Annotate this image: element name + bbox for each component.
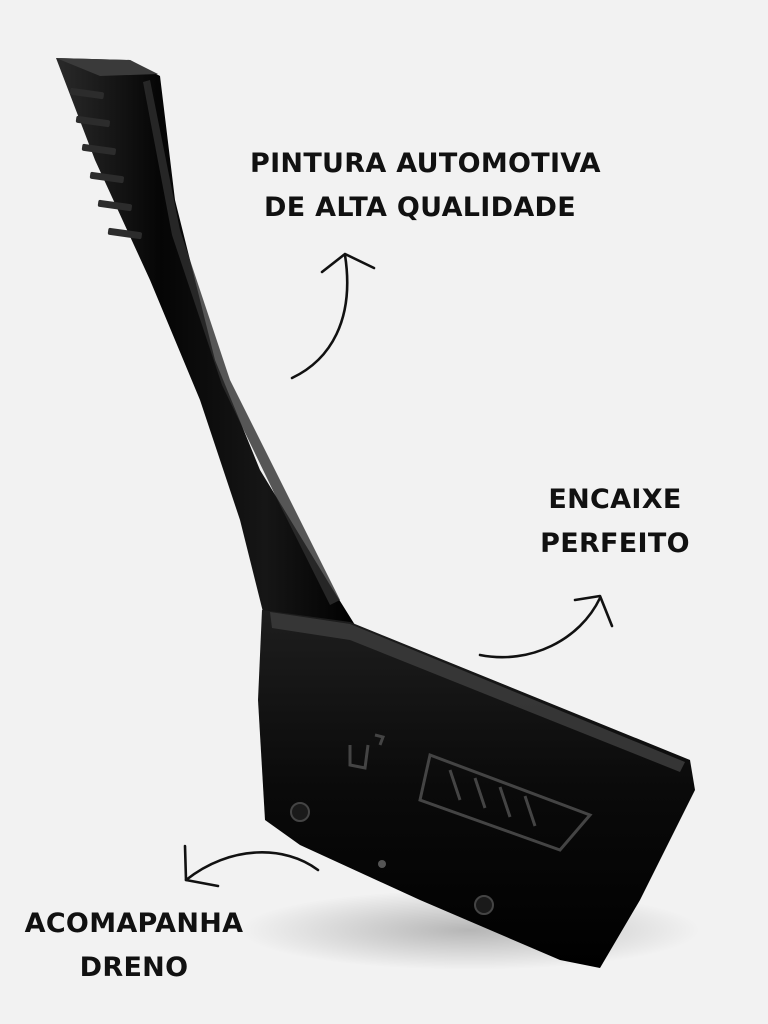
callout-drain-line1: ACOMAPANHA <box>24 908 244 939</box>
callout-paint-line1: PINTURA AUTOMOTIVA <box>250 148 601 179</box>
callout-drain-line2: DRENO <box>79 952 189 983</box>
air-intake-slits <box>69 87 142 240</box>
callout-fit-line1: ENCAIXE <box>548 484 682 515</box>
callout-perfect-fit: ENCAIXE PERFEITO <box>530 478 700 566</box>
embossed-logo <box>348 733 593 852</box>
snorkel-body <box>258 610 695 968</box>
callout-drain-included: ACOMAPANHA DRENO <box>20 902 248 990</box>
screw <box>474 895 494 915</box>
snorkel-tube <box>56 58 355 640</box>
callout-paint-line2: DE ALTA QUALIDADE <box>264 192 576 223</box>
callout-paint-quality: PINTURA AUTOMOTIVA DE ALTA QUALIDADE <box>250 142 601 230</box>
screw <box>290 802 310 822</box>
callout-fit-line2: PERFEITO <box>540 528 690 559</box>
